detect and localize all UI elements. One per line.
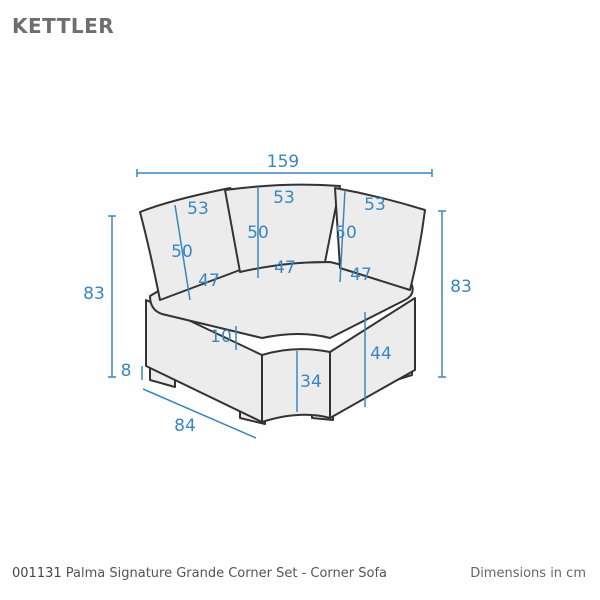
dim-seat-right-width: 47 bbox=[350, 265, 372, 285]
dimension-lines bbox=[108, 169, 446, 439]
dim-back-center-width: 53 bbox=[273, 188, 295, 208]
dim-back-left-width: 53 bbox=[187, 199, 209, 219]
brand-logo: KETTLER bbox=[12, 14, 115, 38]
dim-seat-height: 44 bbox=[370, 344, 392, 364]
dim-cushion-thickness: 10 bbox=[210, 327, 232, 347]
dim-height-right: 83 bbox=[450, 277, 472, 297]
dim-height-left: 83 bbox=[83, 284, 105, 304]
dim-back-center-height: 50 bbox=[247, 223, 269, 243]
dim-front-seat-height: 34 bbox=[300, 372, 322, 392]
product-code: 001131 bbox=[12, 566, 62, 581]
dim-back-right-width: 53 bbox=[364, 195, 386, 215]
sofa-drawing bbox=[139, 183, 426, 425]
units-note: Dimensions in cm bbox=[470, 566, 586, 581]
product-caption: 001131 Palma Signature Grande Corner Set… bbox=[12, 566, 387, 581]
product-name: Palma Signature Grande Corner Set - Corn… bbox=[65, 566, 388, 581]
dim-seat-left-width: 47 bbox=[198, 271, 220, 291]
dim-depth: 84 bbox=[174, 416, 196, 436]
dim-back-right-height: 50 bbox=[335, 223, 357, 243]
dim-seat-center-width: 47 bbox=[274, 258, 296, 278]
dim-back-left-height: 50 bbox=[171, 242, 193, 262]
dim-overall-width: 159 bbox=[267, 152, 299, 172]
dim-leg-height: 8 bbox=[121, 361, 132, 381]
